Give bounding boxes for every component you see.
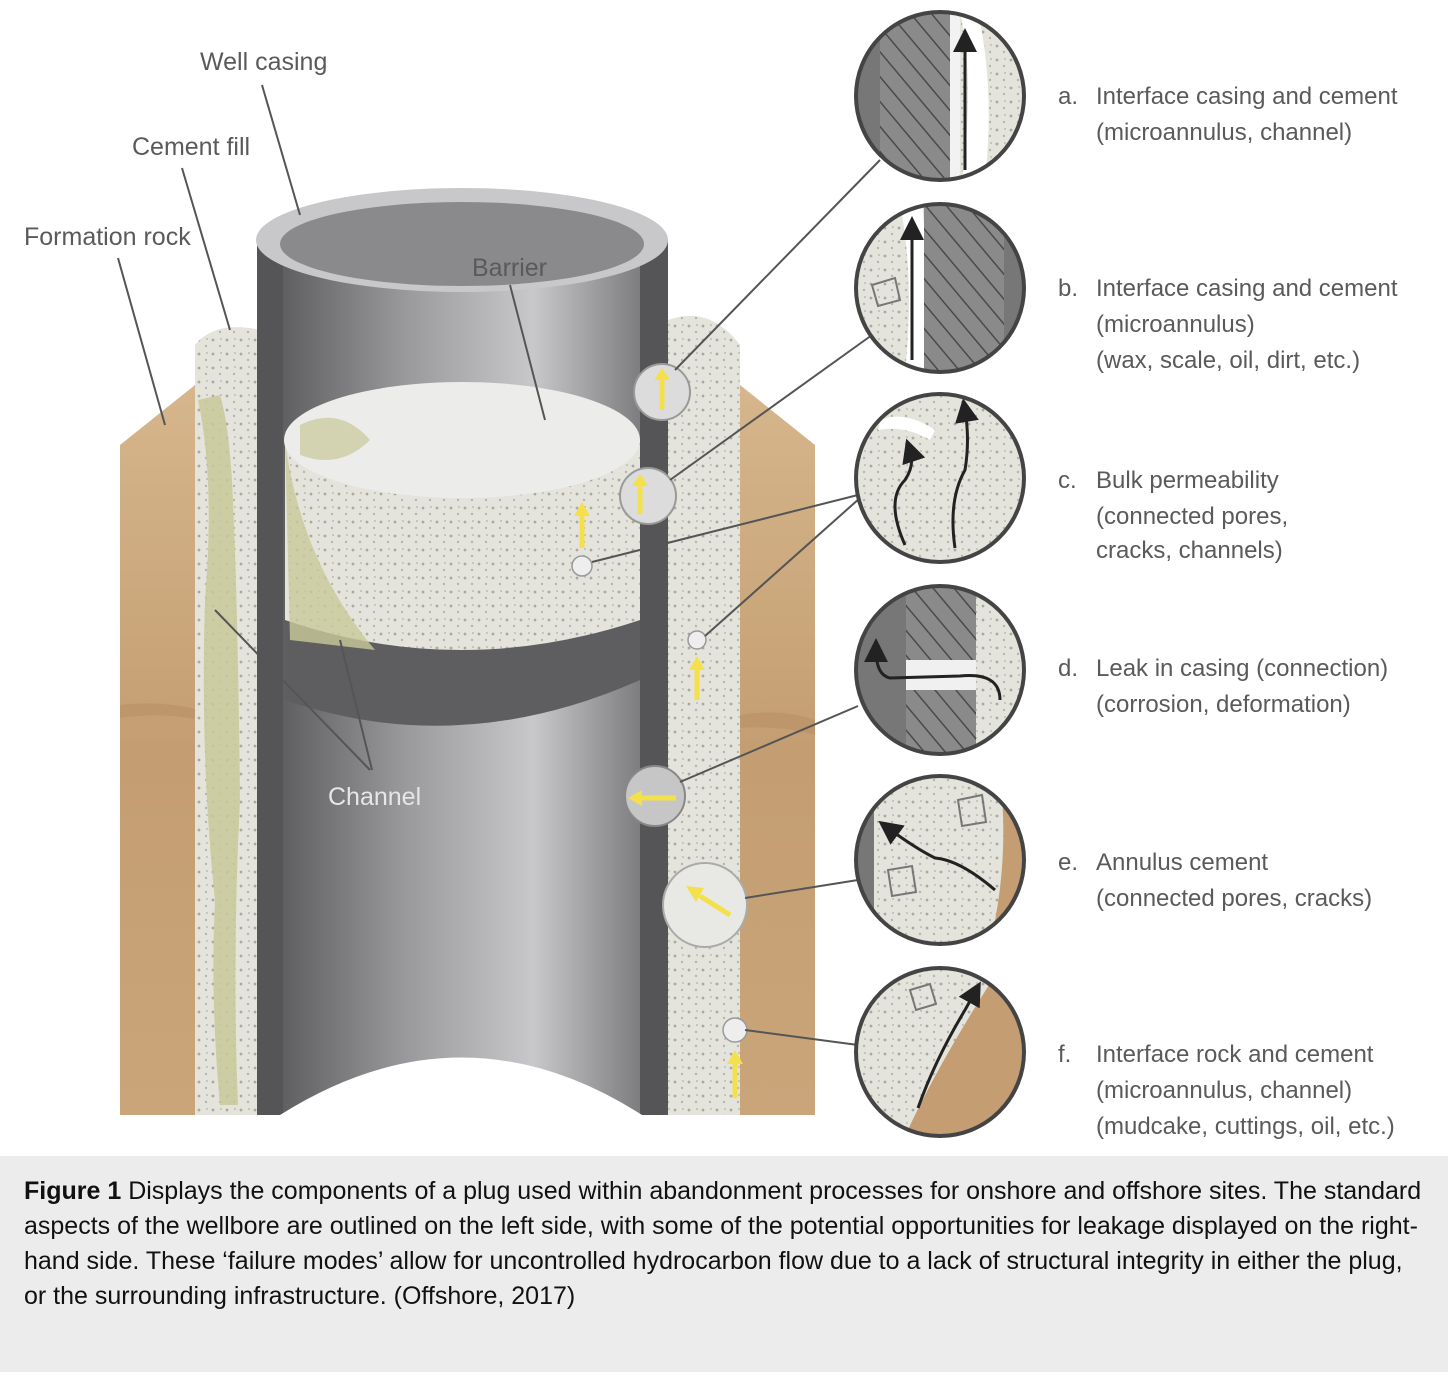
detail-circle-f xyxy=(854,966,1026,1138)
failure-mode-e: e. Annulus cement (connected pores, crac… xyxy=(1058,849,1372,912)
failure-line: (microannulus, channel) xyxy=(1096,119,1352,146)
detail-circle-a xyxy=(854,10,1026,182)
failure-mode-c: c. Bulk permeability (connected pores, c… xyxy=(1058,467,1288,564)
detail-circle-d xyxy=(854,584,1026,756)
failure-line: Leak in casing (connection) xyxy=(1096,655,1388,682)
failure-letter: d. xyxy=(1058,655,1078,682)
failure-line: Bulk permeability xyxy=(1096,467,1279,494)
label-cement-fill: Cement fill xyxy=(132,133,250,161)
failure-line: (microannulus) xyxy=(1096,311,1255,338)
failure-letter: c. xyxy=(1058,467,1077,494)
failure-mode-d: d. Leak in casing (connection) (corrosio… xyxy=(1058,655,1388,718)
label-formation-rock: Formation rock xyxy=(24,223,191,251)
failure-line: Annulus cement xyxy=(1096,849,1268,876)
caption-text: Displays the components of a plug used w… xyxy=(24,1177,1422,1310)
formation-rock xyxy=(120,385,815,1115)
failure-line: (corrosion, deformation) xyxy=(1096,691,1351,718)
figure-label: Figure 1 xyxy=(24,1177,122,1205)
barrier-plug xyxy=(284,382,640,726)
failure-mode-b: b. Interface casing and cement (microann… xyxy=(1058,275,1398,374)
failure-letter: f. xyxy=(1058,1041,1071,1068)
failure-letter: e. xyxy=(1058,849,1078,876)
detail-leaders xyxy=(591,159,881,1046)
wellbore-diagram: Well casing Cement fill Formation rock B… xyxy=(24,10,1398,1140)
label-well-casing: Well casing xyxy=(200,48,327,76)
label-channel: Channel xyxy=(328,783,421,811)
failure-line: cracks, channels) xyxy=(1096,537,1283,564)
label-leaders xyxy=(117,84,546,771)
failure-letter: b. xyxy=(1058,275,1078,302)
detail-circle-b xyxy=(854,202,1026,374)
leak-markers xyxy=(571,363,748,1098)
label-barrier: Barrier xyxy=(472,254,547,282)
figure-caption: Figure 1 Displays the components of a pl… xyxy=(0,1156,1448,1372)
failure-line: (connected pores, xyxy=(1096,503,1288,530)
failure-line: Interface casing and cement xyxy=(1096,83,1398,110)
failure-letter: a. xyxy=(1058,83,1078,110)
failure-line: Interface casing and cement xyxy=(1096,275,1398,302)
failure-line: (wax, scale, oil, dirt, etc.) xyxy=(1096,347,1360,374)
failure-line: Interface rock and cement xyxy=(1096,1041,1374,1068)
detail-circle-e xyxy=(854,774,1026,946)
failure-mode-f: f. Interface rock and cement (microannul… xyxy=(1058,1041,1395,1140)
detail-circle-c xyxy=(854,392,1026,564)
failure-line: (connected pores, cracks) xyxy=(1096,885,1372,912)
failure-line: (mudcake, cuttings, oil, etc.) xyxy=(1096,1113,1395,1140)
failure-mode-a: a. Interface casing and cement (microann… xyxy=(1058,83,1398,146)
failure-line: (microannulus, channel) xyxy=(1096,1077,1352,1104)
